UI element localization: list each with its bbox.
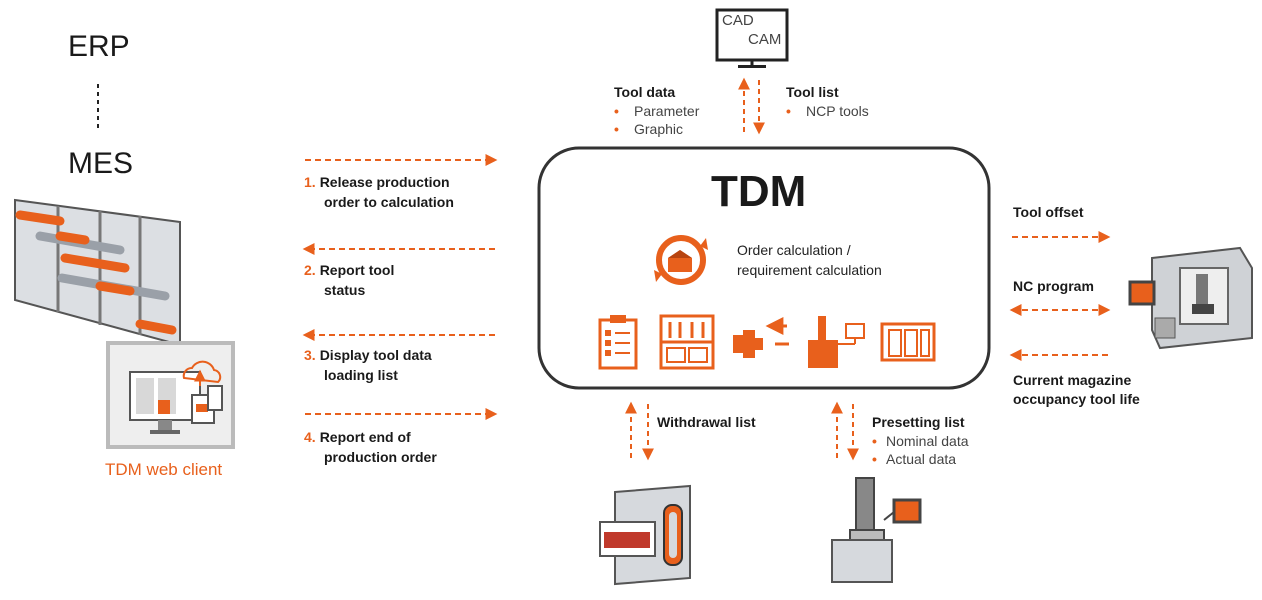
cadcam-monitor [715, 8, 789, 68]
tool-list-item-ncp: NCP tools [806, 103, 869, 119]
tool-list-block: Tool list •NCP tools [786, 84, 869, 119]
presetter-illustration [831, 477, 922, 583]
magazine-line2: occupancy tool life [1013, 391, 1140, 407]
tool-offset-label: Tool offset [1013, 204, 1084, 220]
step-3-line1: Display tool data [319, 347, 432, 363]
step-2-line1: Report tool [319, 262, 395, 278]
tool-data-item-parameter: Parameter [634, 103, 700, 119]
step-2-line2: status [324, 282, 366, 298]
tool-cabinet-icon [659, 314, 715, 370]
tool-assembly-icon [733, 317, 789, 358]
presetting-item-actual: Actual data [886, 451, 957, 467]
step-4-line2: production order [324, 449, 437, 465]
step-1: 1.Release production order to calculatio… [304, 172, 454, 212]
withdrawal-label: Withdrawal list [657, 414, 756, 430]
step-4: 4.Report end of production order [304, 427, 437, 467]
presetting-block: Presetting list •Nominal data •Actual da… [872, 414, 969, 467]
step-1-line2: order to calculation [324, 194, 454, 210]
erp-label: ERP [68, 30, 130, 63]
step-3-line2: loading list [324, 367, 398, 383]
mes-label: MES [68, 147, 134, 180]
tool-data-item-graphic: Graphic [634, 121, 684, 137]
cnc-machine-illustration [1128, 246, 1253, 350]
step-3: 3.Display tool data loading list [304, 345, 432, 385]
cam-label: CAM [748, 31, 782, 48]
checklist-icon [598, 315, 638, 370]
presetting-title: Presetting list [872, 414, 965, 430]
presetting-icon [808, 316, 865, 368]
magazine-line1: Current magazine [1013, 372, 1132, 388]
tool-list-title: Tool list [786, 84, 839, 100]
tdm-box [537, 146, 991, 390]
step-4-line1: Report end of [319, 429, 411, 445]
step-4-number: 4. [304, 429, 316, 445]
step-3-number: 3. [304, 347, 316, 363]
web-client-label: TDM web client [105, 460, 223, 479]
calculation-icon [654, 235, 708, 285]
step-1-number: 1. [304, 174, 316, 190]
tool-cabinet-illustration [599, 484, 691, 586]
step-1-line1: Release production [319, 174, 450, 190]
calc-line1: Order calculation / [737, 242, 851, 258]
nc-program-label: NC program [1013, 278, 1094, 294]
tool-data-block: Tool data •Parameter •Graphic [614, 84, 700, 137]
web-client-card [106, 341, 235, 449]
step-2: 2.Report tool status [304, 260, 394, 300]
presetting-item-nominal: Nominal data [886, 433, 969, 449]
tool-data-title: Tool data [614, 84, 676, 100]
tdm-title: TDM [711, 167, 807, 216]
step-2-number: 2. [304, 262, 316, 278]
calc-line2: requirement calculation [737, 262, 882, 278]
cad-label: CAD [722, 12, 754, 29]
mes-board-illustration [14, 198, 181, 347]
machine-icon [880, 322, 936, 362]
